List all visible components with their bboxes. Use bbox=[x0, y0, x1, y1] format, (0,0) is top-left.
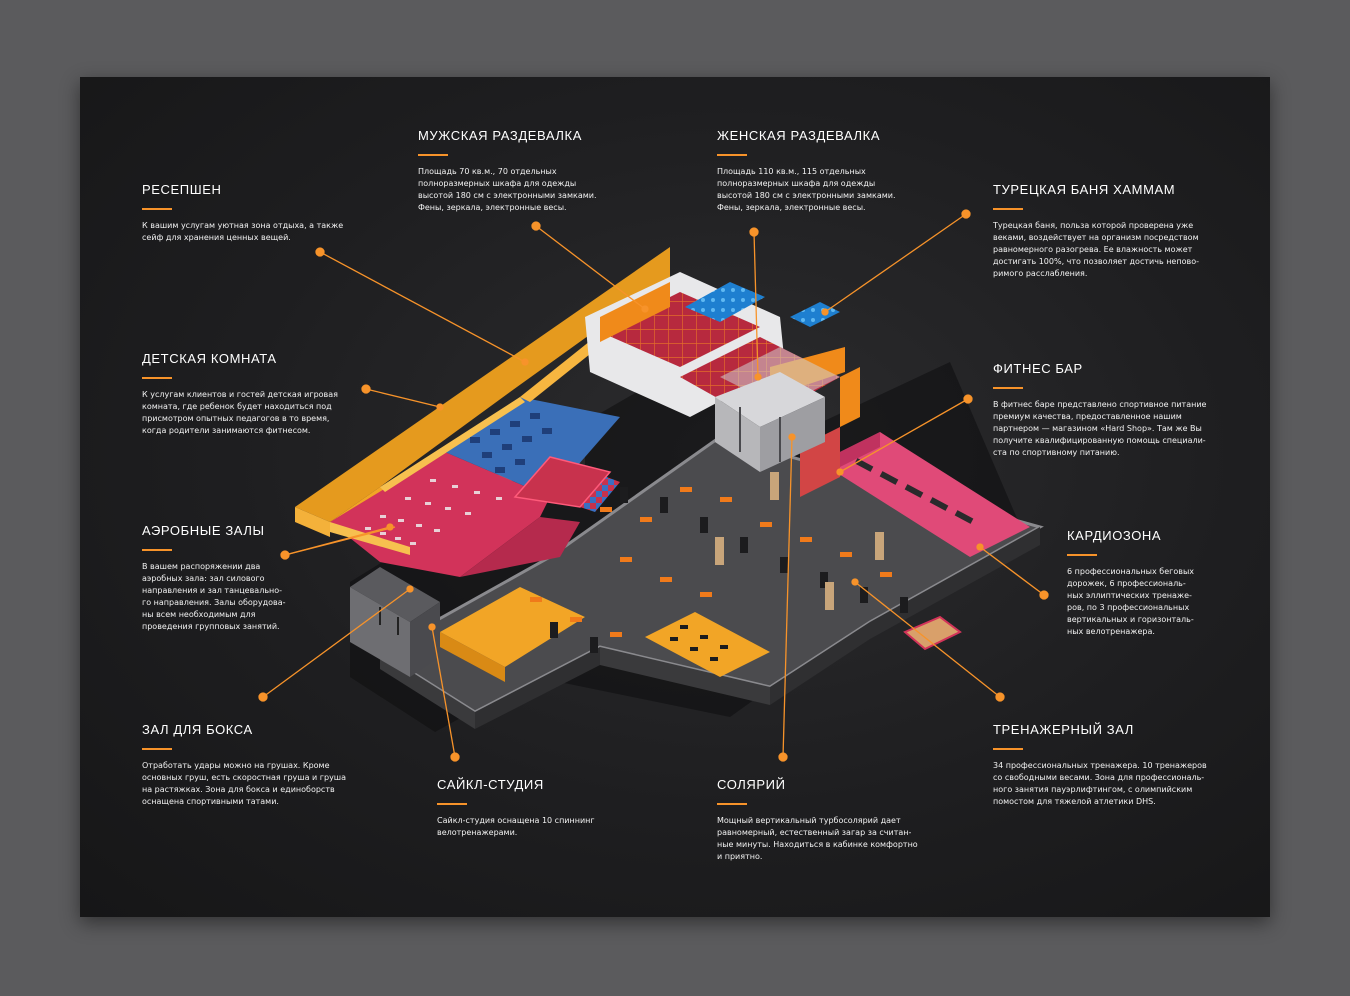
aerobic-wing bbox=[295, 247, 680, 577]
pin-hammam bbox=[961, 209, 971, 219]
callout-cycle: САЙКЛ-СТУДИЯ Сайкл-студия оснащена 10 сп… bbox=[437, 777, 657, 839]
accent-bar bbox=[418, 154, 448, 156]
accent-bar bbox=[993, 748, 1023, 750]
callout-title: АЭРОБНЫЕ ЗАЛЫ bbox=[142, 523, 265, 538]
callout-title: ЗАЛ ДЛЯ БОКСА bbox=[142, 722, 253, 737]
floor-plan-illustration bbox=[258, 209, 1049, 762]
callout-title: ТРЕНАЖЕРНЫЙ ЗАЛ bbox=[993, 722, 1134, 737]
locker-rooms bbox=[585, 272, 860, 427]
callout-text: К вашим услугам уютная зона отдыха, а та… bbox=[142, 221, 344, 242]
callout-text: Площадь 110 кв.м., 115 отдельных полнора… bbox=[717, 167, 896, 212]
callout-women-locker: ЖЕНСКАЯ РАЗДЕВАЛКА Площадь 110 кв.м., 11… bbox=[717, 128, 937, 214]
callout-title: ДЕТСКАЯ КОМНАТА bbox=[142, 351, 277, 366]
callout-hammam: ТУРЕЦКАЯ БАНЯ ХАММАМ Турецкая баня, поль… bbox=[993, 182, 1233, 280]
callout-reception: РЕСЕПШЕН К вашим услугам уютная зона отд… bbox=[142, 182, 372, 244]
callout-text: 34 профессиональных тренажера. 10 тренаж… bbox=[993, 761, 1207, 806]
accent-bar bbox=[993, 387, 1023, 389]
callout-text: 6 профессиональных беговых дорожек, 6 пр… bbox=[1067, 567, 1194, 636]
pin-aerobic bbox=[280, 550, 290, 560]
accent-bar bbox=[142, 377, 172, 379]
callout-text: Мощный вертикальный турбосолярий дает ра… bbox=[717, 816, 918, 861]
gym-equipment bbox=[530, 472, 962, 677]
callout-title: РЕСЕПШЕН bbox=[142, 182, 222, 197]
accent-bar bbox=[717, 803, 747, 805]
callout-fitness-bar: ФИТНЕС БАР В фитнес баре представлено сп… bbox=[993, 361, 1243, 459]
callout-gym: ТРЕНАЖЕРНЫЙ ЗАЛ 34 профессиональных трен… bbox=[993, 722, 1243, 808]
callout-title: КАРДИОЗОНА bbox=[1067, 528, 1162, 543]
callout-kids-room: ДЕТСКАЯ КОМНАТА К услугам клиентов и гос… bbox=[142, 351, 382, 437]
pin-bar bbox=[963, 394, 973, 404]
callout-text: Сайкл-студия оснащена 10 спиннинг велотр… bbox=[437, 816, 595, 837]
accent-bar bbox=[142, 208, 172, 210]
callout-solarium: СОЛЯРИЙ Мощный вертикальный турбосолярий… bbox=[717, 777, 957, 863]
pin-cycle bbox=[450, 752, 460, 762]
pin-women-locker bbox=[749, 227, 759, 237]
pin-solarium bbox=[778, 752, 788, 762]
callout-title: МУЖСКАЯ РАЗДЕВАЛКА bbox=[418, 128, 583, 143]
callout-boxing: ЗАЛ ДЛЯ БОКСА Отработать удары можно на … bbox=[142, 722, 382, 808]
callout-title: САЙКЛ-СТУДИЯ bbox=[437, 777, 544, 792]
poster: РЕСЕПШЕН К вашим услугам уютная зона отд… bbox=[80, 77, 1270, 917]
cycle-studio bbox=[440, 587, 585, 682]
accent-bar bbox=[142, 549, 172, 551]
callout-text: В вашем распоряжении два аэробных зала: … bbox=[142, 562, 286, 631]
pin-boxing bbox=[258, 692, 268, 702]
callout-title: ФИТНЕС БАР bbox=[993, 361, 1083, 376]
callout-text: Отработать удары можно на грушах. Кроме … bbox=[142, 761, 347, 806]
boxing-hall bbox=[350, 567, 440, 677]
callout-text: К услугам клиентов и гостей детская игро… bbox=[142, 390, 338, 435]
callout-aerobic: АЭРОБНЫЕ ЗАЛЫ В вашем распоряжении два а… bbox=[142, 523, 312, 633]
callout-text: Турецкая баня, польза которой проверена … bbox=[993, 221, 1199, 278]
pin-men-locker bbox=[531, 221, 541, 231]
callout-title: СОЛЯРИЙ bbox=[717, 777, 786, 792]
callout-men-locker: МУЖСКАЯ РАЗДЕВАЛКА Площадь 70 кв.м., 70 … bbox=[418, 128, 638, 214]
accent-bar bbox=[142, 748, 172, 750]
callout-text: В фитнес баре представлено спортивное пи… bbox=[993, 400, 1207, 457]
callout-title: ЖЕНСКАЯ РАЗДЕВАЛКА bbox=[717, 128, 881, 143]
pin-reception bbox=[315, 247, 325, 257]
pin-cardio bbox=[1039, 590, 1049, 600]
accent-bar bbox=[1067, 554, 1097, 556]
callout-cardio: КАРДИОЗОНА 6 профессиональных беговых до… bbox=[1067, 528, 1247, 638]
leader-lines bbox=[258, 209, 1049, 762]
accent-bar bbox=[717, 154, 747, 156]
pin-gym bbox=[995, 692, 1005, 702]
callout-text: Площадь 70 кв.м., 70 отдельных полноразм… bbox=[418, 167, 597, 212]
callout-title: ТУРЕЦКАЯ БАНЯ ХАММАМ bbox=[993, 182, 1176, 197]
accent-bar bbox=[993, 208, 1023, 210]
pin-kids bbox=[361, 384, 371, 394]
accent-bar bbox=[437, 803, 467, 805]
